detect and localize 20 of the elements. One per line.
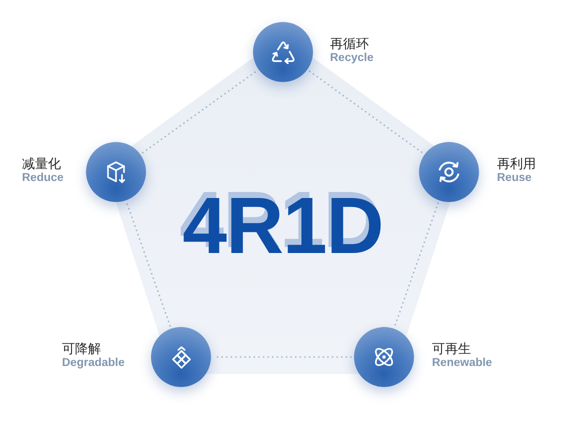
category-name: 减量化 (22, 158, 61, 172)
icon-circle (253, 22, 313, 82)
dotted-connector (142, 70, 257, 154)
icon-circle (151, 327, 211, 387)
category-name: 再利用 (497, 158, 536, 172)
dotted-connector (308, 70, 424, 154)
category-subtitle: Reduce (22, 172, 64, 185)
icon-circle (419, 142, 479, 202)
category-subtitle: Renewable (432, 357, 492, 370)
category-name: 可再生 (432, 343, 471, 357)
category-subtitle: Reuse (497, 172, 532, 185)
center-title: 4R1D (182, 186, 384, 266)
dotted-connector (126, 202, 171, 327)
icon-circle (86, 142, 146, 202)
category-name: 可降解 (62, 343, 101, 357)
category-subtitle: Degradable (62, 357, 125, 370)
icon-circle (354, 327, 414, 387)
dotted-connector (394, 202, 439, 327)
category-subtitle: Recycle (330, 52, 374, 65)
category-name: 再循环 (330, 38, 369, 52)
